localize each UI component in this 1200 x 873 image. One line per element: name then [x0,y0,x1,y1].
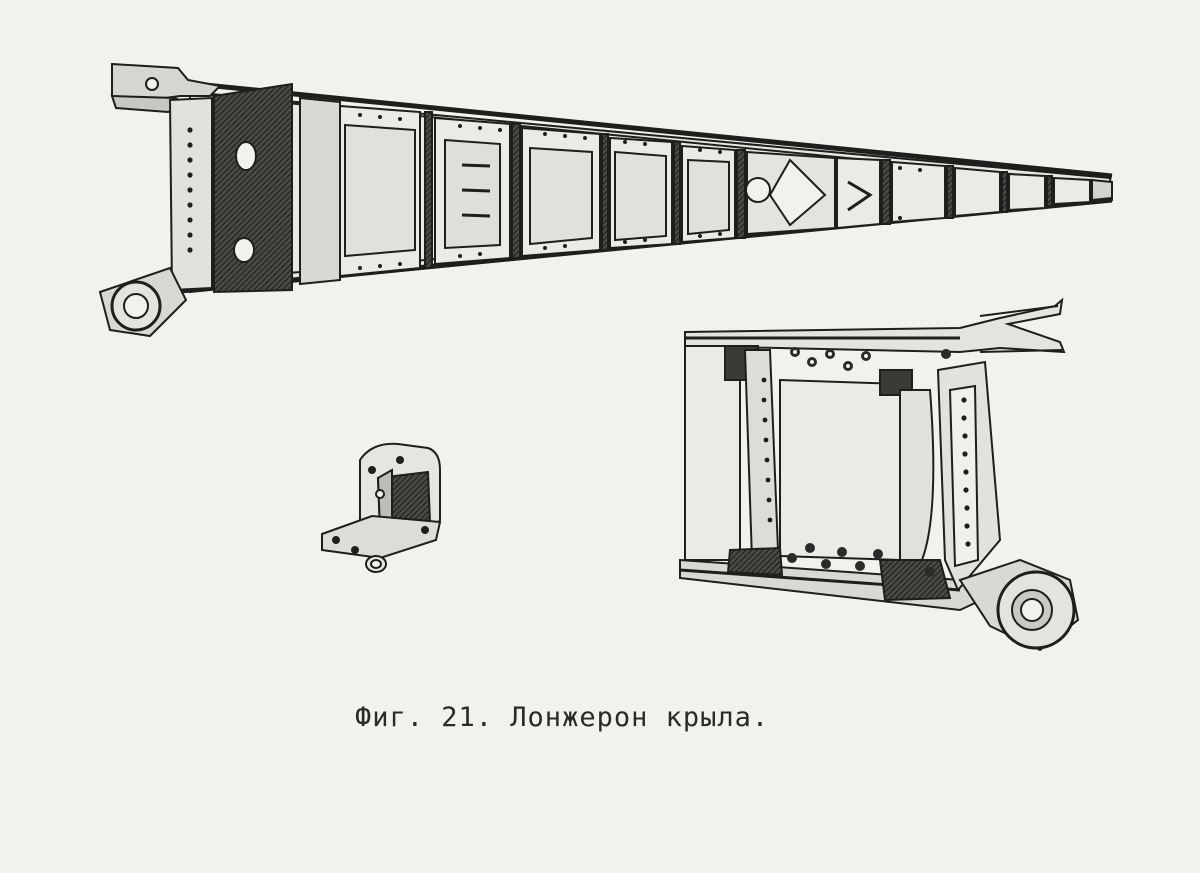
figure-caption: Фиг. 21. Лонжерон крыла. [355,702,770,733]
spar-root-closeup-view [679,297,1080,652]
wing-spar-full-view [98,62,1114,338]
spar-root-fitting-detail [321,442,442,573]
